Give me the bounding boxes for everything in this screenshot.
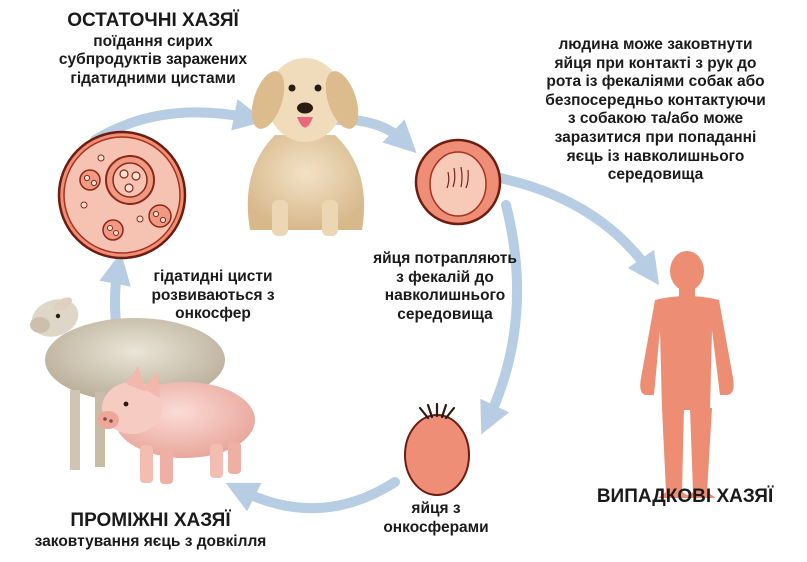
- eggs-shed-line-1: яйця потрапляють: [370, 250, 520, 269]
- human-silhouette: [640, 251, 733, 498]
- accidental-host-title: ВИПАДКОВІ ХАЗЯЇ: [585, 486, 785, 509]
- intermediate-host-block: ПРОМІЖНІ ХАЗЯЇ заковтування яєць з довкі…: [8, 510, 293, 551]
- intermediate-host-title: ПРОМІЖНІ ХАЗЯЇ: [8, 510, 293, 533]
- eggs-shed-block: яйця потрапляють з фекалій до навколишнь…: [370, 250, 520, 324]
- intermediate-host-line-1: заковтування яєць з довкілля: [8, 533, 293, 552]
- human-infection-line-8: середовища: [538, 166, 773, 185]
- egg-illustration: [416, 140, 500, 224]
- human-infection-line-7: яєць із навколишнього: [538, 148, 773, 167]
- hydatid-cyst-illustration: [59, 132, 185, 258]
- definitive-host-line-3: гідатидними цистами: [48, 70, 258, 89]
- definitive-host-block: ОСТАТОЧНІ ХАЗЯЇ поїдання сирих субпродук…: [48, 10, 258, 89]
- human-infection-line-5: з собакою та/або може: [538, 110, 773, 129]
- egg-oncosphere-line-1: яйця з: [376, 500, 496, 519]
- eggs-shed-line-4: середовища: [370, 306, 520, 325]
- human-infection-line-4: безпосередньо контактуючи: [538, 92, 773, 111]
- oncosphere-illustration: [405, 404, 469, 495]
- human-infection-line-3: рота із фекаліями собак або: [538, 73, 773, 92]
- human-infection-line-2: яйця при контакті з рук до: [538, 55, 773, 74]
- dog-illustration: [245, 58, 364, 236]
- arrow-oncosphere-to-animals: [240, 482, 395, 508]
- arrow-egg-to-human: [500, 178, 650, 272]
- definitive-host-line-2: субпродуктів заражених: [48, 51, 258, 70]
- human-infection-line-6: заразитися при попаданні: [538, 129, 773, 148]
- hydatid-cysts-block: гідатидні цисти розвиваються з онкосфер: [138, 268, 288, 324]
- hydatid-cysts-line-1: гідатидні цисти: [138, 268, 288, 287]
- definitive-host-title: ОСТАТОЧНІ ХАЗЯЇ: [48, 10, 258, 33]
- egg-oncosphere-block: яйця з онкосферами: [376, 500, 496, 537]
- eggs-shed-line-2: з фекалій до: [370, 269, 520, 288]
- definitive-host-line-1: поїдання сирих: [48, 33, 258, 52]
- human-infection-line-1: людина може заковтнути: [538, 36, 773, 55]
- hydatid-cysts-line-2: розвиваються з: [138, 287, 288, 306]
- human-infection-block: людина може заковтнути яйця при контакті…: [538, 36, 773, 185]
- hydatid-cysts-line-3: онкосфер: [138, 305, 288, 324]
- eggs-shed-line-3: навколишнього: [370, 287, 520, 306]
- egg-oncosphere-line-2: онкосферами: [376, 519, 496, 538]
